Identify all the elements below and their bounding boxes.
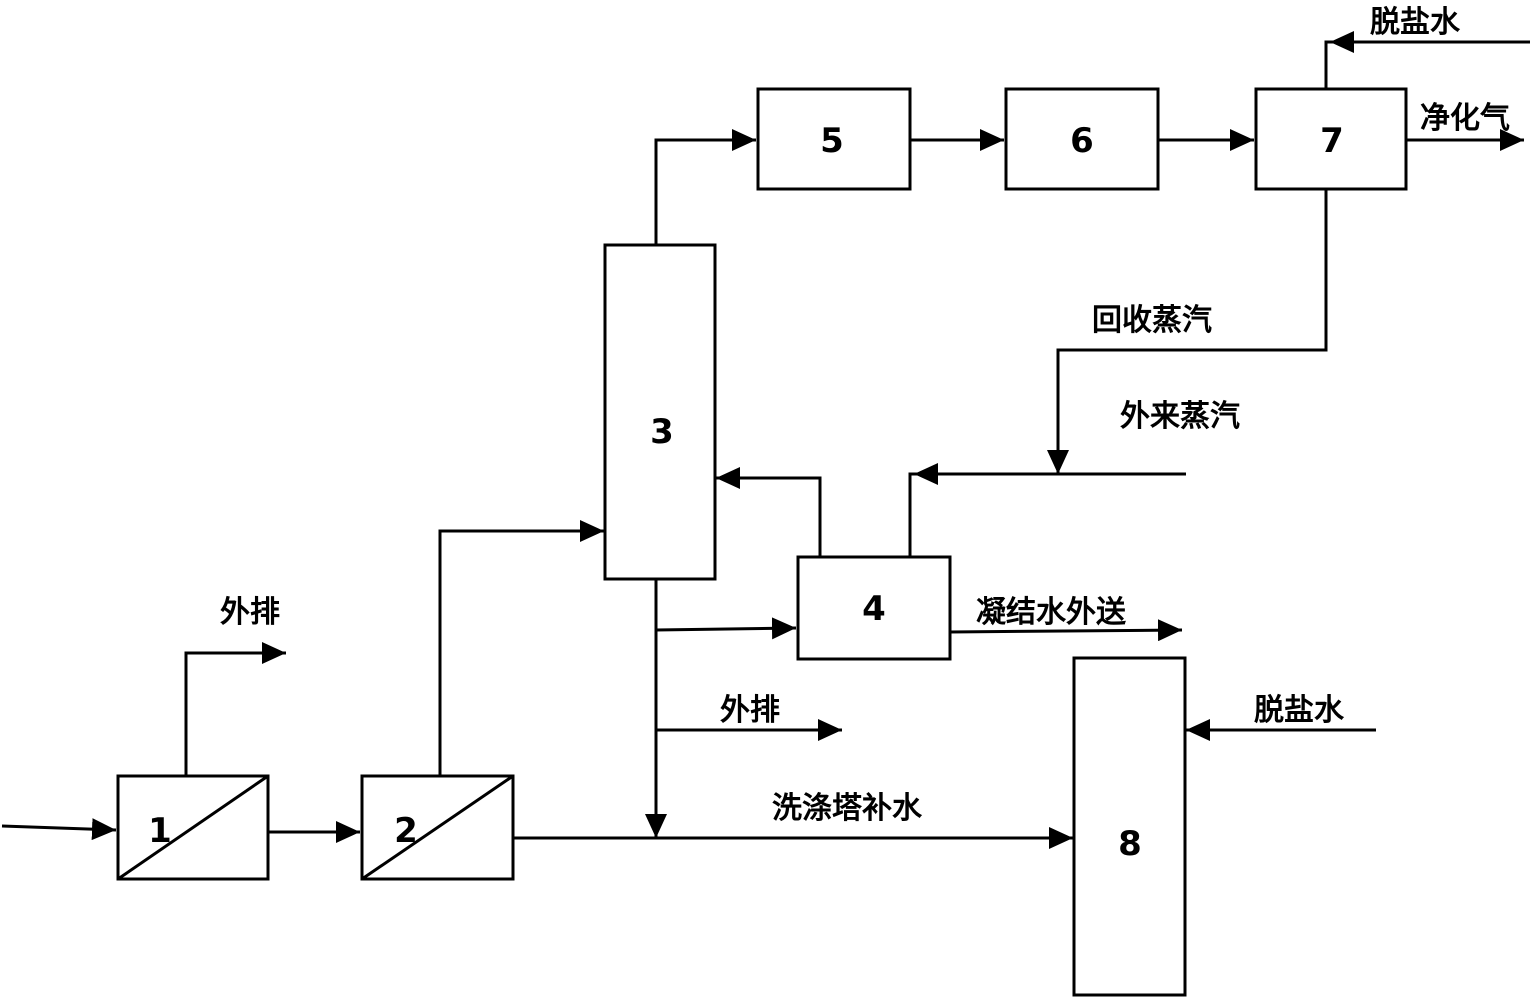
condensate-out-label: 凝结水外送 xyxy=(976,595,1126,630)
unit3-to-unit4-line xyxy=(655,617,797,640)
unit-2: 2 xyxy=(360,774,515,881)
unit3-to-unit5-line xyxy=(654,129,756,244)
external-steam-line xyxy=(908,472,1186,556)
unit-5: 5 xyxy=(756,87,912,191)
scrubber-makeup-label: 洗涤塔补水 xyxy=(772,791,923,826)
recovered-steam-label: 回收蒸汽 xyxy=(1092,303,1212,338)
unit-7: 7 xyxy=(1254,87,1408,191)
unit-8-label: 8 xyxy=(1118,824,1142,864)
condensate-out-line xyxy=(949,619,1183,642)
unit-4-label: 4 xyxy=(862,589,886,629)
unit-6-label: 6 xyxy=(1070,121,1094,161)
desalted-water-to-unit7-line xyxy=(1324,40,1530,89)
unit-5-label: 5 xyxy=(820,121,844,161)
unit-3: 3 xyxy=(603,243,717,581)
unit-8: 8 xyxy=(1072,656,1187,997)
unit-3-label: 3 xyxy=(650,412,674,452)
inlet-to-unit1-line xyxy=(1,818,117,841)
unit-2-label: 2 xyxy=(394,811,418,851)
unit3-discharge-label: 外排 xyxy=(720,693,780,728)
unit1-discharge-label: 外排 xyxy=(220,595,280,630)
external-steam-label: 外来蒸汽 xyxy=(1120,399,1240,434)
purified-gas-label: 净化气 xyxy=(1420,101,1510,136)
unit1-discharge-line xyxy=(184,642,286,775)
unit-4: 4 xyxy=(796,555,952,661)
unit4-to-unit3-line xyxy=(716,467,822,556)
recovered-steam-line xyxy=(1047,190,1328,474)
desalted-water-top-label: 脱盐水 xyxy=(1370,5,1461,40)
unit-6: 6 xyxy=(1004,87,1160,191)
unit-1: 1 xyxy=(116,774,270,881)
unit2-to-unit3-line xyxy=(438,520,604,775)
unit-7-label: 7 xyxy=(1320,121,1344,161)
desalted-water-unit8-label: 脱盐水 xyxy=(1254,693,1345,728)
unit-1-label: 1 xyxy=(148,811,172,851)
